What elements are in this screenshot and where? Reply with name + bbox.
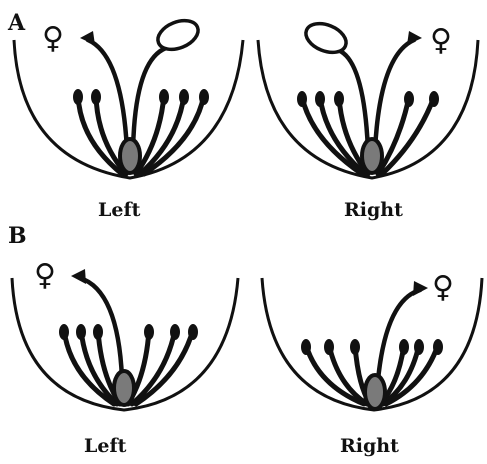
female-symbol: ♀ xyxy=(34,258,56,293)
panel-label-b: B xyxy=(8,223,27,249)
caption-a-left: Left xyxy=(98,199,141,221)
anther xyxy=(59,324,69,340)
anther xyxy=(76,324,86,340)
anther xyxy=(315,91,325,107)
anther xyxy=(91,89,101,105)
ovary xyxy=(365,375,385,409)
caption-a-right: Right xyxy=(344,199,403,221)
anther xyxy=(324,339,334,355)
stigma xyxy=(413,281,428,296)
caption-b-left: Left xyxy=(84,435,127,457)
flower-b-right: ♀ Right xyxy=(262,270,482,457)
stigma xyxy=(80,31,95,45)
anther xyxy=(433,339,443,355)
stigma xyxy=(71,269,86,284)
anther xyxy=(144,324,154,340)
flower-a-right: ♀ Right xyxy=(258,18,478,221)
female-symbol: ♀ xyxy=(42,21,64,56)
stigma xyxy=(407,31,422,45)
caption-b-right: Right xyxy=(340,435,399,457)
flower-a-left: ♀ Left xyxy=(14,15,243,221)
anther xyxy=(73,89,83,105)
panel-label-a: A xyxy=(7,10,26,36)
anther xyxy=(429,91,439,107)
anther xyxy=(404,91,414,107)
anther xyxy=(297,91,307,107)
anther xyxy=(188,324,198,340)
anther xyxy=(93,324,103,340)
female-symbol: ♀ xyxy=(432,270,454,305)
anther xyxy=(179,89,189,105)
ovary xyxy=(362,139,382,173)
ovary xyxy=(120,139,140,173)
anther xyxy=(399,339,409,355)
anther xyxy=(334,91,344,107)
flower-b-left: ♀ Left xyxy=(12,258,238,457)
anther xyxy=(301,339,311,355)
anther xyxy=(414,339,424,355)
anther xyxy=(170,324,180,340)
anther xyxy=(159,89,169,105)
female-symbol: ♀ xyxy=(430,23,452,58)
ovary xyxy=(114,371,134,405)
anther xyxy=(199,89,209,105)
anther xyxy=(350,339,360,355)
